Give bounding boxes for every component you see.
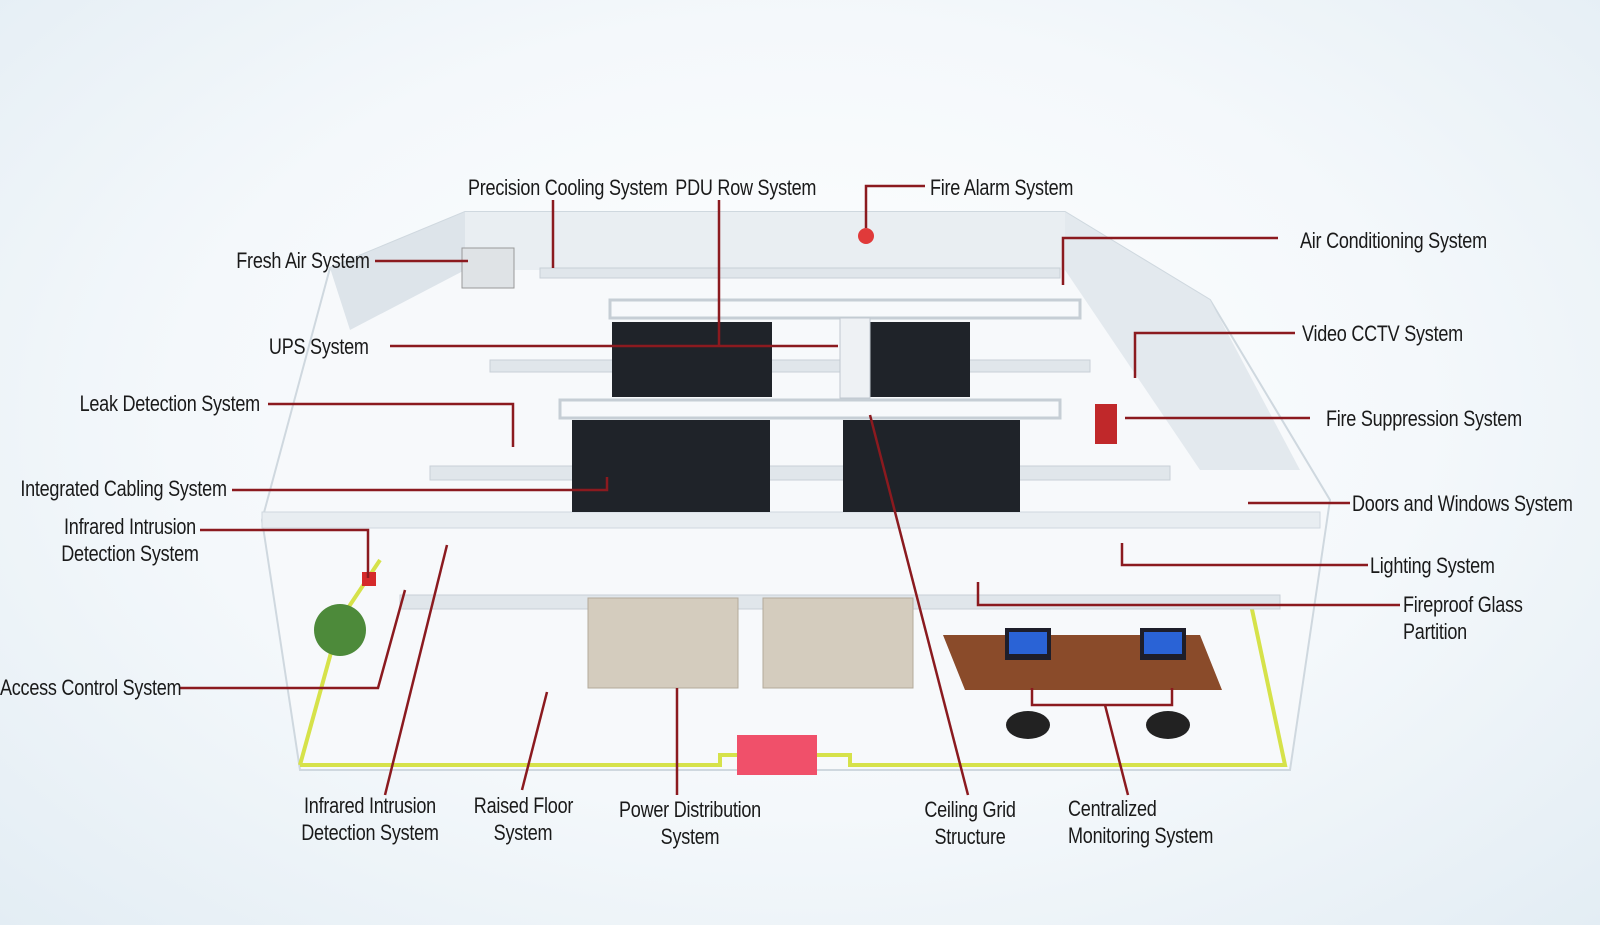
label-leak-detection: Leak Detection System [79, 391, 261, 416]
leader-centralized-bracket [1030, 688, 1174, 707]
label-line-1: Ceiling Grid [924, 797, 1016, 822]
label-line-1: Raised Floor [473, 793, 574, 818]
label-ups: UPS System [269, 334, 369, 359]
label-line-1: Infrared Intrusion [64, 514, 196, 539]
label-fireproof-glass: Fireproof Glass Partition [1403, 591, 1523, 645]
monitoring-desks [943, 628, 1222, 739]
fire-alarm-device [858, 228, 874, 244]
label-infrared-intrusion-left: Infrared Intrusion Detection System [56, 513, 204, 567]
label-line-2: Partition [1403, 619, 1467, 644]
label-ceiling-grid: Ceiling Grid Structure [913, 796, 1028, 850]
label-video-cctv: Video CCTV System [1302, 321, 1463, 346]
label-line-2: Structure [934, 824, 1006, 849]
plant [314, 604, 366, 656]
leader-raised-floor [520, 691, 549, 791]
label-line-2: Detection System [61, 541, 199, 566]
entrance-mat [737, 735, 817, 775]
label-line-1: Infrared Intrusion [304, 793, 436, 818]
power-distribution-cabinets [587, 597, 914, 689]
leader-video-cctv [1133, 331, 1295, 378]
leader-lighting [1120, 543, 1368, 567]
label-line-2: Monitoring System [1068, 823, 1214, 848]
leader-leak-detection [268, 402, 515, 447]
label-raised-floor: Raised Floor System [473, 792, 574, 846]
label-access-control: Access Control System [0, 675, 182, 700]
label-lighting: Lighting System [1370, 553, 1495, 578]
fresh-air-unit [461, 247, 515, 289]
label-pdu-row: PDU Row System [675, 175, 817, 200]
leader-infrared-bottom [383, 544, 449, 796]
fire-extinguishers [1095, 404, 1117, 444]
leader-fireproof-glass [976, 582, 1400, 607]
label-infrared-intrusion-bottom: Infrared Intrusion Detection System [296, 792, 444, 846]
label-line-1: Fireproof Glass [1403, 592, 1523, 617]
leader-integrated-cabling [232, 477, 609, 492]
label-precision-cooling: Precision Cooling System [468, 175, 668, 200]
leader-fire-alarm [864, 184, 925, 228]
server-racks [572, 322, 1020, 512]
leader-access-control [180, 589, 407, 690]
label-line-1: Power Distribution [619, 797, 761, 822]
label-line-2: System [493, 820, 553, 845]
label-air-conditioning: Air Conditioning System [1300, 228, 1487, 253]
leader-infrared-left [200, 528, 370, 578]
label-fire-suppression: Fire Suppression System [1326, 406, 1522, 431]
label-integrated-cabling: Integrated Cabling System [20, 476, 228, 501]
leader-lines [180, 184, 1400, 796]
label-doors-windows: Doors and Windows System [1352, 491, 1573, 516]
leader-ceiling-grid [868, 414, 970, 796]
ups-cabinet [839, 317, 871, 399]
label-power-distribution: Power Distribution System [616, 796, 764, 850]
label-fresh-air: Fresh Air System [236, 248, 371, 273]
label-centralized-monitoring: Centralized Monitoring System [1068, 795, 1213, 849]
label-line-2: Detection System [301, 820, 439, 845]
label-line-2: System [660, 824, 720, 849]
intrusion-sensor [362, 572, 376, 586]
leader-centralized-monitoring [1103, 704, 1130, 796]
leader-air-conditioning [1061, 236, 1278, 285]
label-fire-alarm: Fire Alarm System [930, 175, 1074, 200]
label-line-1: Centralized [1068, 796, 1157, 821]
